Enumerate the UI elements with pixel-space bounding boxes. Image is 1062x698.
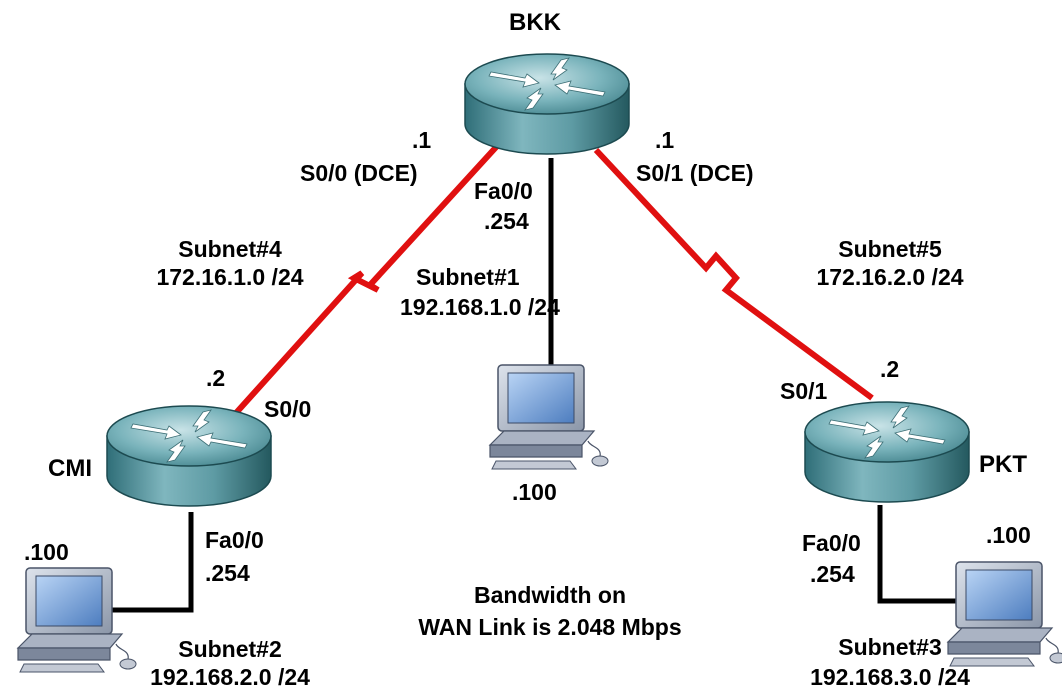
pkt-fa00-ip: .254 bbox=[810, 561, 855, 587]
bandwidth-note-line2: WAN Link is 2.048 Mbps bbox=[418, 614, 682, 640]
bkk-s00-interface: S0/0 (DCE) bbox=[300, 160, 418, 186]
router-cmi-name: CMI bbox=[48, 455, 92, 482]
subnet1-address: 192.168.1.0 /24 bbox=[400, 294, 560, 320]
cmi-s00-ip: .2 bbox=[206, 365, 226, 391]
bkk-s01-ip: .1 bbox=[655, 127, 675, 153]
router-pkt-name: PKT bbox=[979, 451, 1027, 478]
wan-link-bkk-pkt bbox=[593, 147, 874, 401]
subnet3-name: Subnet#3 bbox=[838, 634, 942, 660]
pc-cmi-ip: .100 bbox=[24, 539, 69, 565]
router-pkt-icon bbox=[804, 401, 970, 503]
pc-bkk-lan-icon bbox=[489, 364, 609, 470]
subnet2-address: 192.168.2.0 /24 bbox=[150, 664, 310, 690]
cmi-s00-interface: S0/0 bbox=[264, 396, 312, 422]
cmi-fa00-interface: Fa0/0 bbox=[205, 527, 264, 553]
router-bkk-icon bbox=[464, 53, 630, 155]
pc-cmi-lan-icon bbox=[17, 567, 137, 673]
pkt-s01-interface: S0/1 bbox=[780, 378, 828, 404]
pkt-s01-ip: .2 bbox=[880, 356, 900, 382]
cmi-fa00-ip: .254 bbox=[205, 560, 250, 586]
bkk-s01-interface: S0/1 (DCE) bbox=[636, 160, 754, 186]
pc-bkk-ip: .100 bbox=[512, 479, 557, 505]
bkk-s00-ip: .1 bbox=[412, 127, 432, 153]
subnet1-name: Subnet#1 bbox=[416, 264, 520, 290]
subnet4-address: 172.16.1.0 /24 bbox=[156, 264, 304, 290]
bkk-fa00-ip: .254 bbox=[484, 208, 529, 234]
subnet4-name: Subnet#4 bbox=[178, 236, 282, 262]
router-bkk-name: BKK bbox=[509, 9, 561, 36]
subnet5-name: Subnet#5 bbox=[838, 236, 942, 262]
bkk-fa00-interface: Fa0/0 bbox=[474, 178, 533, 204]
wan-link-bkk-cmi bbox=[233, 142, 501, 416]
subnet3-address: 192.168.3.0 /24 bbox=[810, 664, 970, 690]
lan-link-cmi-pc bbox=[96, 512, 194, 613]
pkt-fa00-interface: Fa0/0 bbox=[802, 530, 861, 556]
bandwidth-note-line1: Bandwidth on bbox=[473, 582, 627, 608]
subnet2-name: Subnet#2 bbox=[178, 636, 282, 662]
subnet5-address: 172.16.2.0 /24 bbox=[816, 264, 964, 290]
router-cmi-icon bbox=[106, 405, 272, 507]
pc-pkt-ip: .100 bbox=[986, 522, 1031, 548]
lan-link-pkt-pc bbox=[877, 505, 972, 604]
